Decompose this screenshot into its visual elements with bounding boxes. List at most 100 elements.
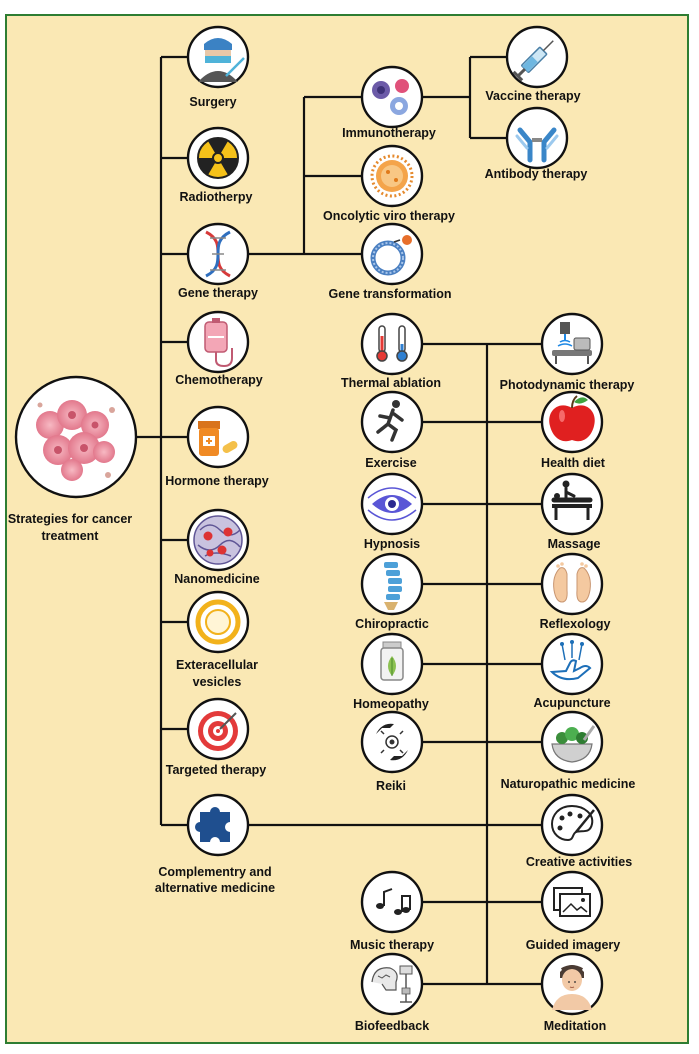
hypnosis-label: Hypnosis bbox=[364, 537, 420, 551]
cam-label-line1: Complementry and bbox=[158, 865, 271, 879]
homeopathy-label: Homeopathy bbox=[353, 697, 429, 711]
music-notes-icon bbox=[376, 888, 411, 915]
cam-label-line2: alternative medicine bbox=[155, 881, 275, 895]
immune-cells-icon bbox=[372, 79, 409, 115]
exercise-label: Exercise bbox=[365, 456, 416, 470]
node-antibody-therapy: Antibody therapy bbox=[485, 106, 588, 181]
node-guided-imagery: Guided imagery bbox=[526, 870, 621, 952]
laser-device-icon bbox=[552, 322, 592, 364]
radiotherpy-label: Radiotherpy bbox=[180, 190, 253, 204]
node-creative-activities: Creative activities bbox=[526, 793, 632, 869]
extracellular-label-line2: vesicles bbox=[193, 675, 242, 689]
health-diet-label: Health diet bbox=[541, 456, 606, 470]
radiation-icon bbox=[197, 137, 239, 179]
photodynamic-therapy-label: Photodynamic therapy bbox=[500, 378, 635, 392]
root-label-line2: treatment bbox=[42, 529, 100, 543]
connector-lines bbox=[132, 55, 543, 986]
reflexology-label: Reflexology bbox=[540, 617, 611, 631]
target-icon bbox=[198, 711, 238, 751]
node-vaccine-therapy: Vaccine therapy bbox=[485, 25, 581, 103]
vaccine-therapy-label: Vaccine therapy bbox=[485, 89, 580, 103]
node-biofeedback: Biofeedback bbox=[355, 952, 429, 1033]
node-hypnosis: Hypnosis bbox=[360, 472, 424, 551]
dna-icon bbox=[205, 230, 231, 278]
runner-icon bbox=[376, 400, 404, 442]
node-acupuncture: Acupuncture bbox=[533, 632, 611, 710]
antibody-icon bbox=[515, 127, 559, 163]
node-reiki: Reiki bbox=[360, 710, 424, 793]
apple-icon bbox=[549, 395, 595, 442]
chiropractic-label: Chiropractic bbox=[355, 617, 429, 631]
gene-therapy-label: Gene therapy bbox=[178, 286, 258, 300]
node-hormone-therapy: Hormone therapy bbox=[165, 405, 269, 488]
node-meditation: Meditation bbox=[540, 952, 607, 1033]
node-music-therapy: Music therapy bbox=[350, 870, 434, 952]
node-chemotherapy: Chemotherapy bbox=[175, 310, 263, 387]
gene-transformation-label: Gene transformation bbox=[329, 287, 452, 301]
reiki-label: Reiki bbox=[376, 779, 406, 793]
naturopathic-label: Naturopathic medicine bbox=[501, 777, 636, 791]
creative-activities-label: Creative activities bbox=[526, 855, 632, 869]
node-targeted-therapy: Targeted therapy bbox=[166, 697, 267, 777]
node-oncolytic-viro-therapy: Oncolytic viro therapy bbox=[323, 144, 455, 223]
biofeedback-monitor-icon bbox=[371, 965, 413, 1003]
root-node: Strategies for cancer treatment bbox=[8, 375, 138, 543]
surgeon-icon bbox=[198, 38, 245, 82]
acupuncture-label: Acupuncture bbox=[533, 696, 610, 710]
meditation-label: Meditation bbox=[544, 1019, 607, 1033]
node-massage: Massage bbox=[540, 472, 604, 551]
antibody-therapy-label: Antibody therapy bbox=[485, 167, 588, 181]
surgery-label: Surgery bbox=[189, 95, 236, 109]
nanoparticle-icon bbox=[193, 515, 243, 565]
guided-imagery-label: Guided imagery bbox=[526, 938, 621, 952]
thermometer-icon bbox=[376, 325, 408, 362]
music-therapy-label: Music therapy bbox=[350, 938, 434, 952]
hormone-therapy-label: Hormone therapy bbox=[165, 474, 269, 488]
targeted-therapy-label: Targeted therapy bbox=[166, 763, 267, 777]
needles-hand-icon bbox=[549, 640, 592, 681]
node-complementary-alternative-medicine: Complementry and alternative medicine bbox=[155, 793, 275, 895]
plasmid-icon bbox=[370, 235, 412, 276]
virus-icon bbox=[370, 154, 414, 198]
node-health-diet: Health diet bbox=[540, 390, 606, 470]
massage-table-icon bbox=[551, 480, 593, 520]
node-homeopathy: Homeopathy bbox=[353, 632, 429, 711]
energy-hands-icon bbox=[376, 723, 408, 761]
mortar-herbs-icon bbox=[551, 725, 596, 763]
biofeedback-label: Biofeedback bbox=[355, 1019, 429, 1033]
node-gene-therapy: Gene therapy bbox=[178, 222, 258, 300]
node-radiotherpy: Radiotherpy bbox=[180, 126, 253, 204]
chemotherapy-label: Chemotherapy bbox=[175, 373, 263, 387]
node-naturopathic-medicine: Naturopathic medicine bbox=[501, 710, 636, 791]
root-label-line1: Strategies for cancer bbox=[8, 512, 132, 526]
meditating-person-icon bbox=[552, 965, 592, 1010]
node-photodynamic-therapy: Photodynamic therapy bbox=[500, 312, 635, 392]
node-immunotherapy: Immunotherapy bbox=[342, 65, 436, 140]
extracellular-label-line1: Exteracellular bbox=[176, 658, 258, 672]
node-gene-transformation: Gene transformation bbox=[329, 222, 452, 301]
iv-bag-icon bbox=[204, 318, 233, 368]
node-thermal-ablation: Thermal ablation bbox=[341, 312, 441, 390]
massage-label: Massage bbox=[548, 537, 601, 551]
node-chiropractic: Chiropractic bbox=[355, 552, 429, 631]
puzzle-piece-icon bbox=[195, 807, 230, 842]
syringe-icon bbox=[512, 40, 554, 82]
node-exercise: Exercise bbox=[360, 390, 424, 470]
picture-frame-icon bbox=[553, 887, 591, 917]
node-surgery: Surgery bbox=[186, 25, 250, 109]
thermal-ablation-label: Thermal ablation bbox=[341, 376, 441, 390]
vesicle-icon bbox=[195, 599, 241, 645]
node-reflexology: Reflexology bbox=[540, 552, 611, 631]
cancer-cells-icon bbox=[36, 400, 115, 481]
paint-palette-icon bbox=[550, 804, 595, 842]
oncolytic-label: Oncolytic viro therapy bbox=[323, 209, 455, 223]
herbal-bottle-icon bbox=[380, 641, 404, 681]
immunotherapy-label: Immunotherapy bbox=[342, 126, 436, 140]
eye-icon bbox=[367, 487, 417, 521]
feet-icon bbox=[553, 562, 591, 603]
node-extracellular-vesicles: Exteracellular vesicles bbox=[176, 590, 258, 689]
nanomedicine-label: Nanomedicine bbox=[174, 572, 259, 586]
pill-bottle-icon bbox=[198, 421, 238, 456]
spine-icon bbox=[384, 562, 402, 610]
